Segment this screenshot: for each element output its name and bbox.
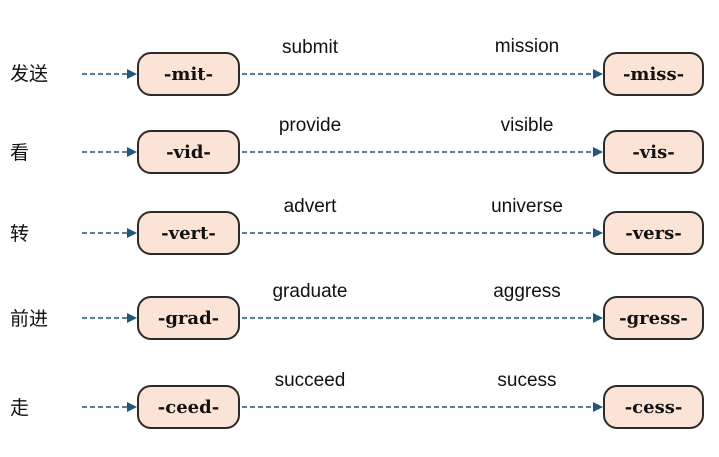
derived-root-box: -gress-	[603, 296, 704, 340]
meaning-label: 前进	[10, 308, 49, 330]
example-word-root: succeed	[274, 370, 346, 391]
derived-root-box: -cess-	[603, 385, 704, 429]
derived-root-box: -vis-	[603, 130, 704, 174]
example-word-derived: universe	[491, 196, 563, 217]
meaning-label: 看	[10, 142, 30, 164]
derived-root-box: -vers-	[603, 211, 704, 255]
example-word-derived: visible	[500, 115, 554, 136]
root-box: -mit-	[137, 52, 240, 96]
derived-root-box: -miss-	[603, 52, 704, 96]
example-word-root: submit	[282, 37, 338, 58]
meaning-label: 发送	[10, 63, 49, 85]
root-box: -vid-	[137, 130, 240, 174]
example-word-derived: aggress	[493, 281, 561, 302]
example-word-root: provide	[278, 115, 342, 136]
example-word-root: advert	[283, 196, 337, 217]
meaning-label: 走	[10, 397, 30, 419]
example-word-derived: mission	[494, 36, 560, 57]
root-box: -grad-	[137, 296, 240, 340]
example-word-derived: sucess	[497, 370, 557, 391]
meaning-label: 转	[10, 223, 30, 245]
root-box: -vert-	[137, 211, 240, 255]
example-word-root: graduate	[272, 281, 348, 302]
root-box: -ceed-	[137, 385, 240, 429]
